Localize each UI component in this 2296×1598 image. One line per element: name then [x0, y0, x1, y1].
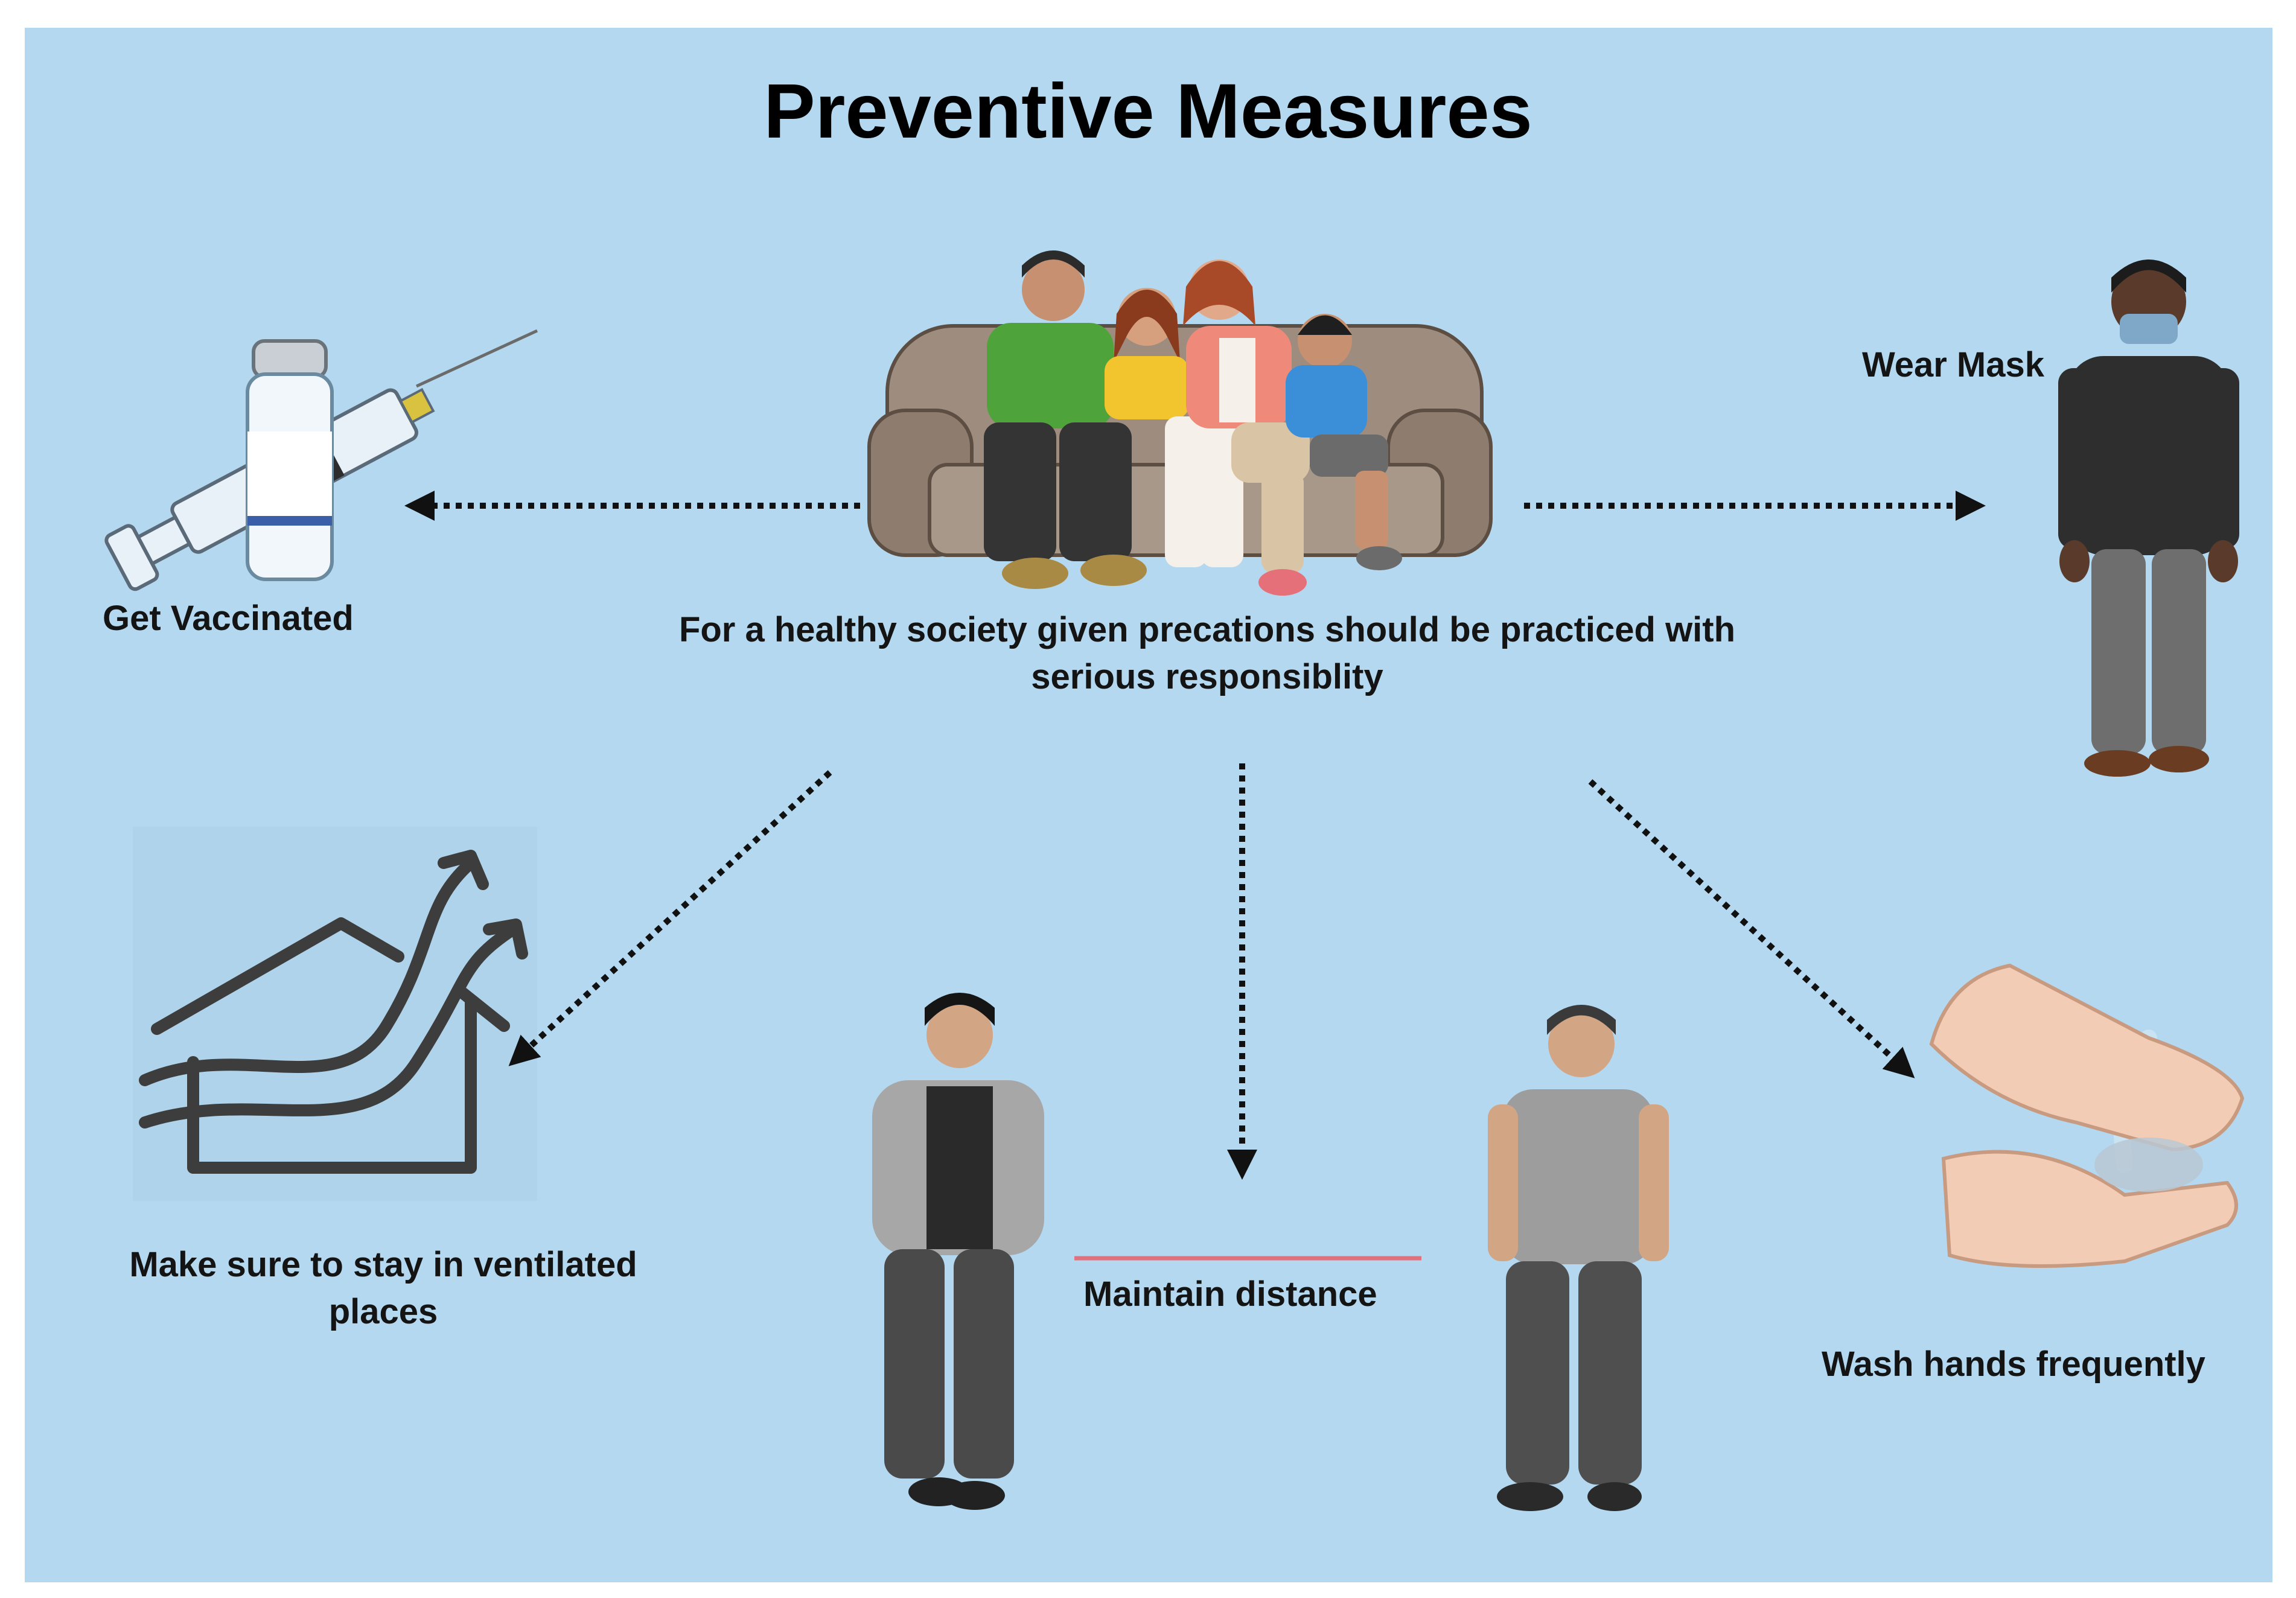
ventilated-house-icon [133, 827, 537, 1201]
family-on-sofa-illustration [867, 250, 1493, 596]
two-men-distance-illustration [872, 993, 1669, 1511]
arrow-to-ventilation [508, 770, 832, 1066]
label-ventilated-places: Make sure to stay in ventilated places [129, 1245, 637, 1331]
label-wear-mask: Wear Mask [1862, 345, 2044, 384]
vaccine-syringe-icon [104, 329, 538, 591]
diagram-background [25, 28, 2272, 1582]
label-wash-hands: Wash hands frequently [1822, 1345, 2205, 1384]
center-caption: For a healthy society given precations s… [678, 610, 1736, 696]
masked-man-illustration [2058, 259, 2239, 777]
arrow-to-wash [1588, 779, 1915, 1078]
washing-hands-illustration [1929, 963, 2245, 1268]
label-get-vaccinated: Get Vaccinated [103, 599, 354, 638]
diagram-title: Preventive Measures [764, 68, 1532, 154]
dotted-arrows [404, 491, 1986, 1180]
label-maintain-distance: Maintain distance [1083, 1275, 1377, 1314]
